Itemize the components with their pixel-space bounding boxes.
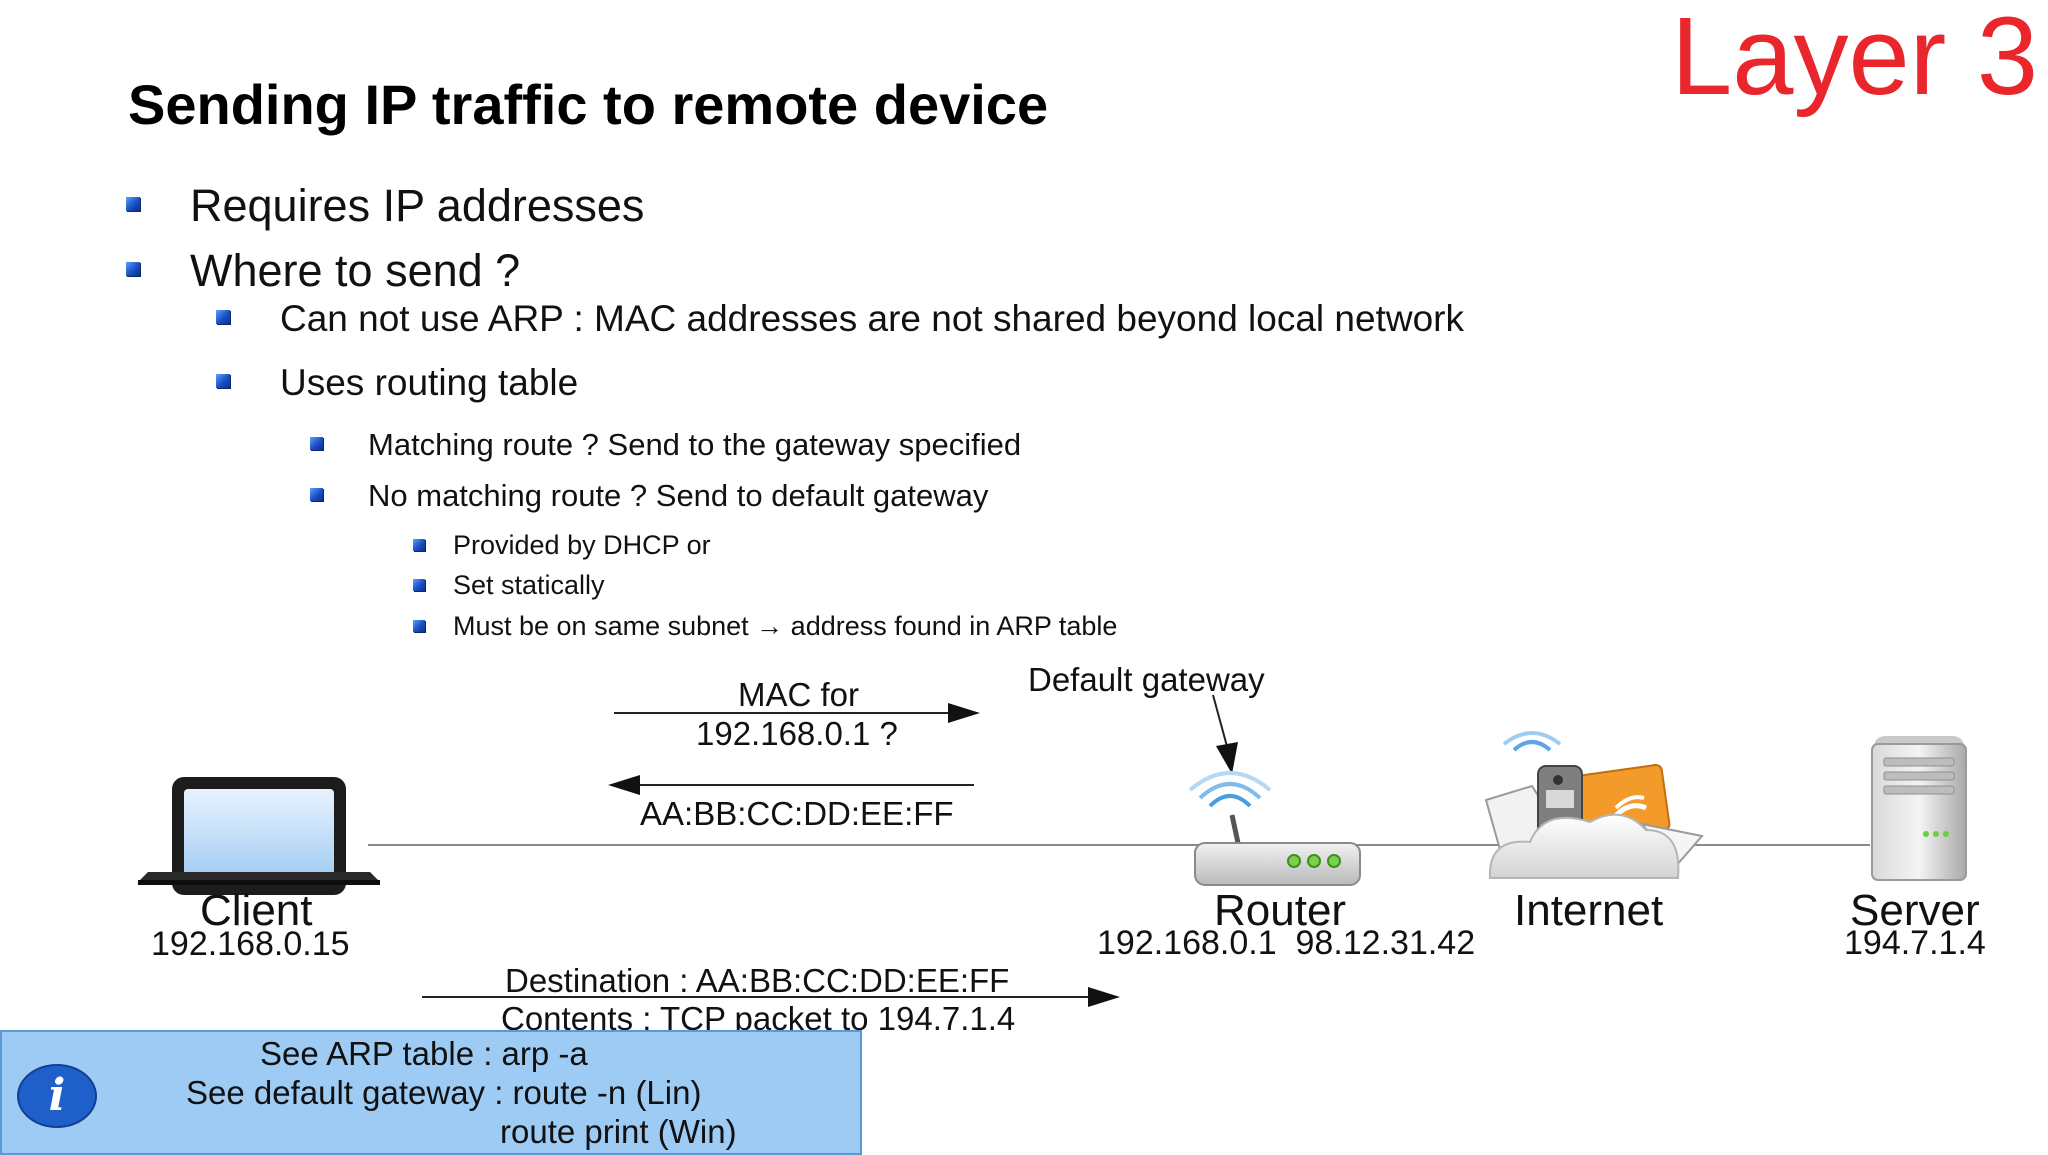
server-icon (1871, 736, 1967, 881)
layer-label: Layer 3 (1671, 0, 2038, 118)
server-label: Server (1850, 886, 1980, 935)
client-label: Client (200, 886, 313, 935)
arp-request-line2: 192.168.0.1 ? (696, 715, 898, 752)
bullet-text: Set statically (453, 570, 605, 600)
bullet-text: Where to send ? (190, 245, 521, 296)
bullet-square-icon (126, 262, 140, 276)
client-ip: 192.168.0.15 (151, 925, 350, 963)
info-line-arp: See ARP table : arp -a (260, 1035, 588, 1072)
arp-request-arrow (614, 703, 980, 723)
router-label: Router (1214, 886, 1347, 935)
bullet-square-icon (216, 374, 230, 388)
arp-request-line1: MAC for (738, 676, 860, 713)
bullet-square-icon (126, 197, 140, 211)
bullet-text: Must be on same subnet → address found i… (453, 611, 1118, 641)
bullet-text: Provided by DHCP or (453, 530, 711, 560)
frame-destination: Destination : AA:BB:CC:DD:EE:FF (505, 962, 1010, 999)
frame-arrow (422, 987, 1120, 1007)
laptop-icon (138, 777, 380, 895)
bullet-text: Can not use ARP : MAC addresses are not … (280, 298, 1464, 339)
slide-title: Sending IP traffic to remote device (128, 73, 1049, 136)
internet-icon (1484, 731, 1704, 879)
server-ip: 194.7.1.4 (1844, 924, 1986, 962)
bullet-square-icon (310, 437, 323, 450)
default-gateway-label: Default gateway (1028, 661, 1265, 698)
router-ips: 192.168.0.1 98.12.31.42 (1097, 924, 1476, 962)
internet-label: Internet (1514, 886, 1664, 935)
bullet-text: Requires IP addresses (190, 180, 645, 231)
default-gateway-pointer (1212, 694, 1238, 774)
info-box: i See ARP table : arp -a See default gat… (0, 1030, 862, 1155)
bullet-square-icon (310, 488, 323, 501)
bullet-text: Matching route ? Send to the gateway spe… (368, 427, 1022, 462)
info-line-route-win: route print (Win) (500, 1113, 737, 1150)
arp-reply-arrow (608, 775, 974, 795)
bullet-square-icon (413, 539, 425, 551)
bullet-text: Uses routing table (280, 362, 579, 403)
info-icon: i (17, 1064, 97, 1128)
arp-reply-label: AA:BB:CC:DD:EE:FF (640, 795, 954, 832)
bullet-text: No matching route ? Send to default gate… (368, 478, 989, 513)
info-line-route-lin: See default gateway : route -n (Lin) (186, 1074, 702, 1111)
bullet-square-icon (216, 310, 230, 324)
router-icon (1188, 771, 1361, 886)
bullet-square-icon (413, 579, 425, 591)
bullet-square-icon (413, 620, 425, 632)
